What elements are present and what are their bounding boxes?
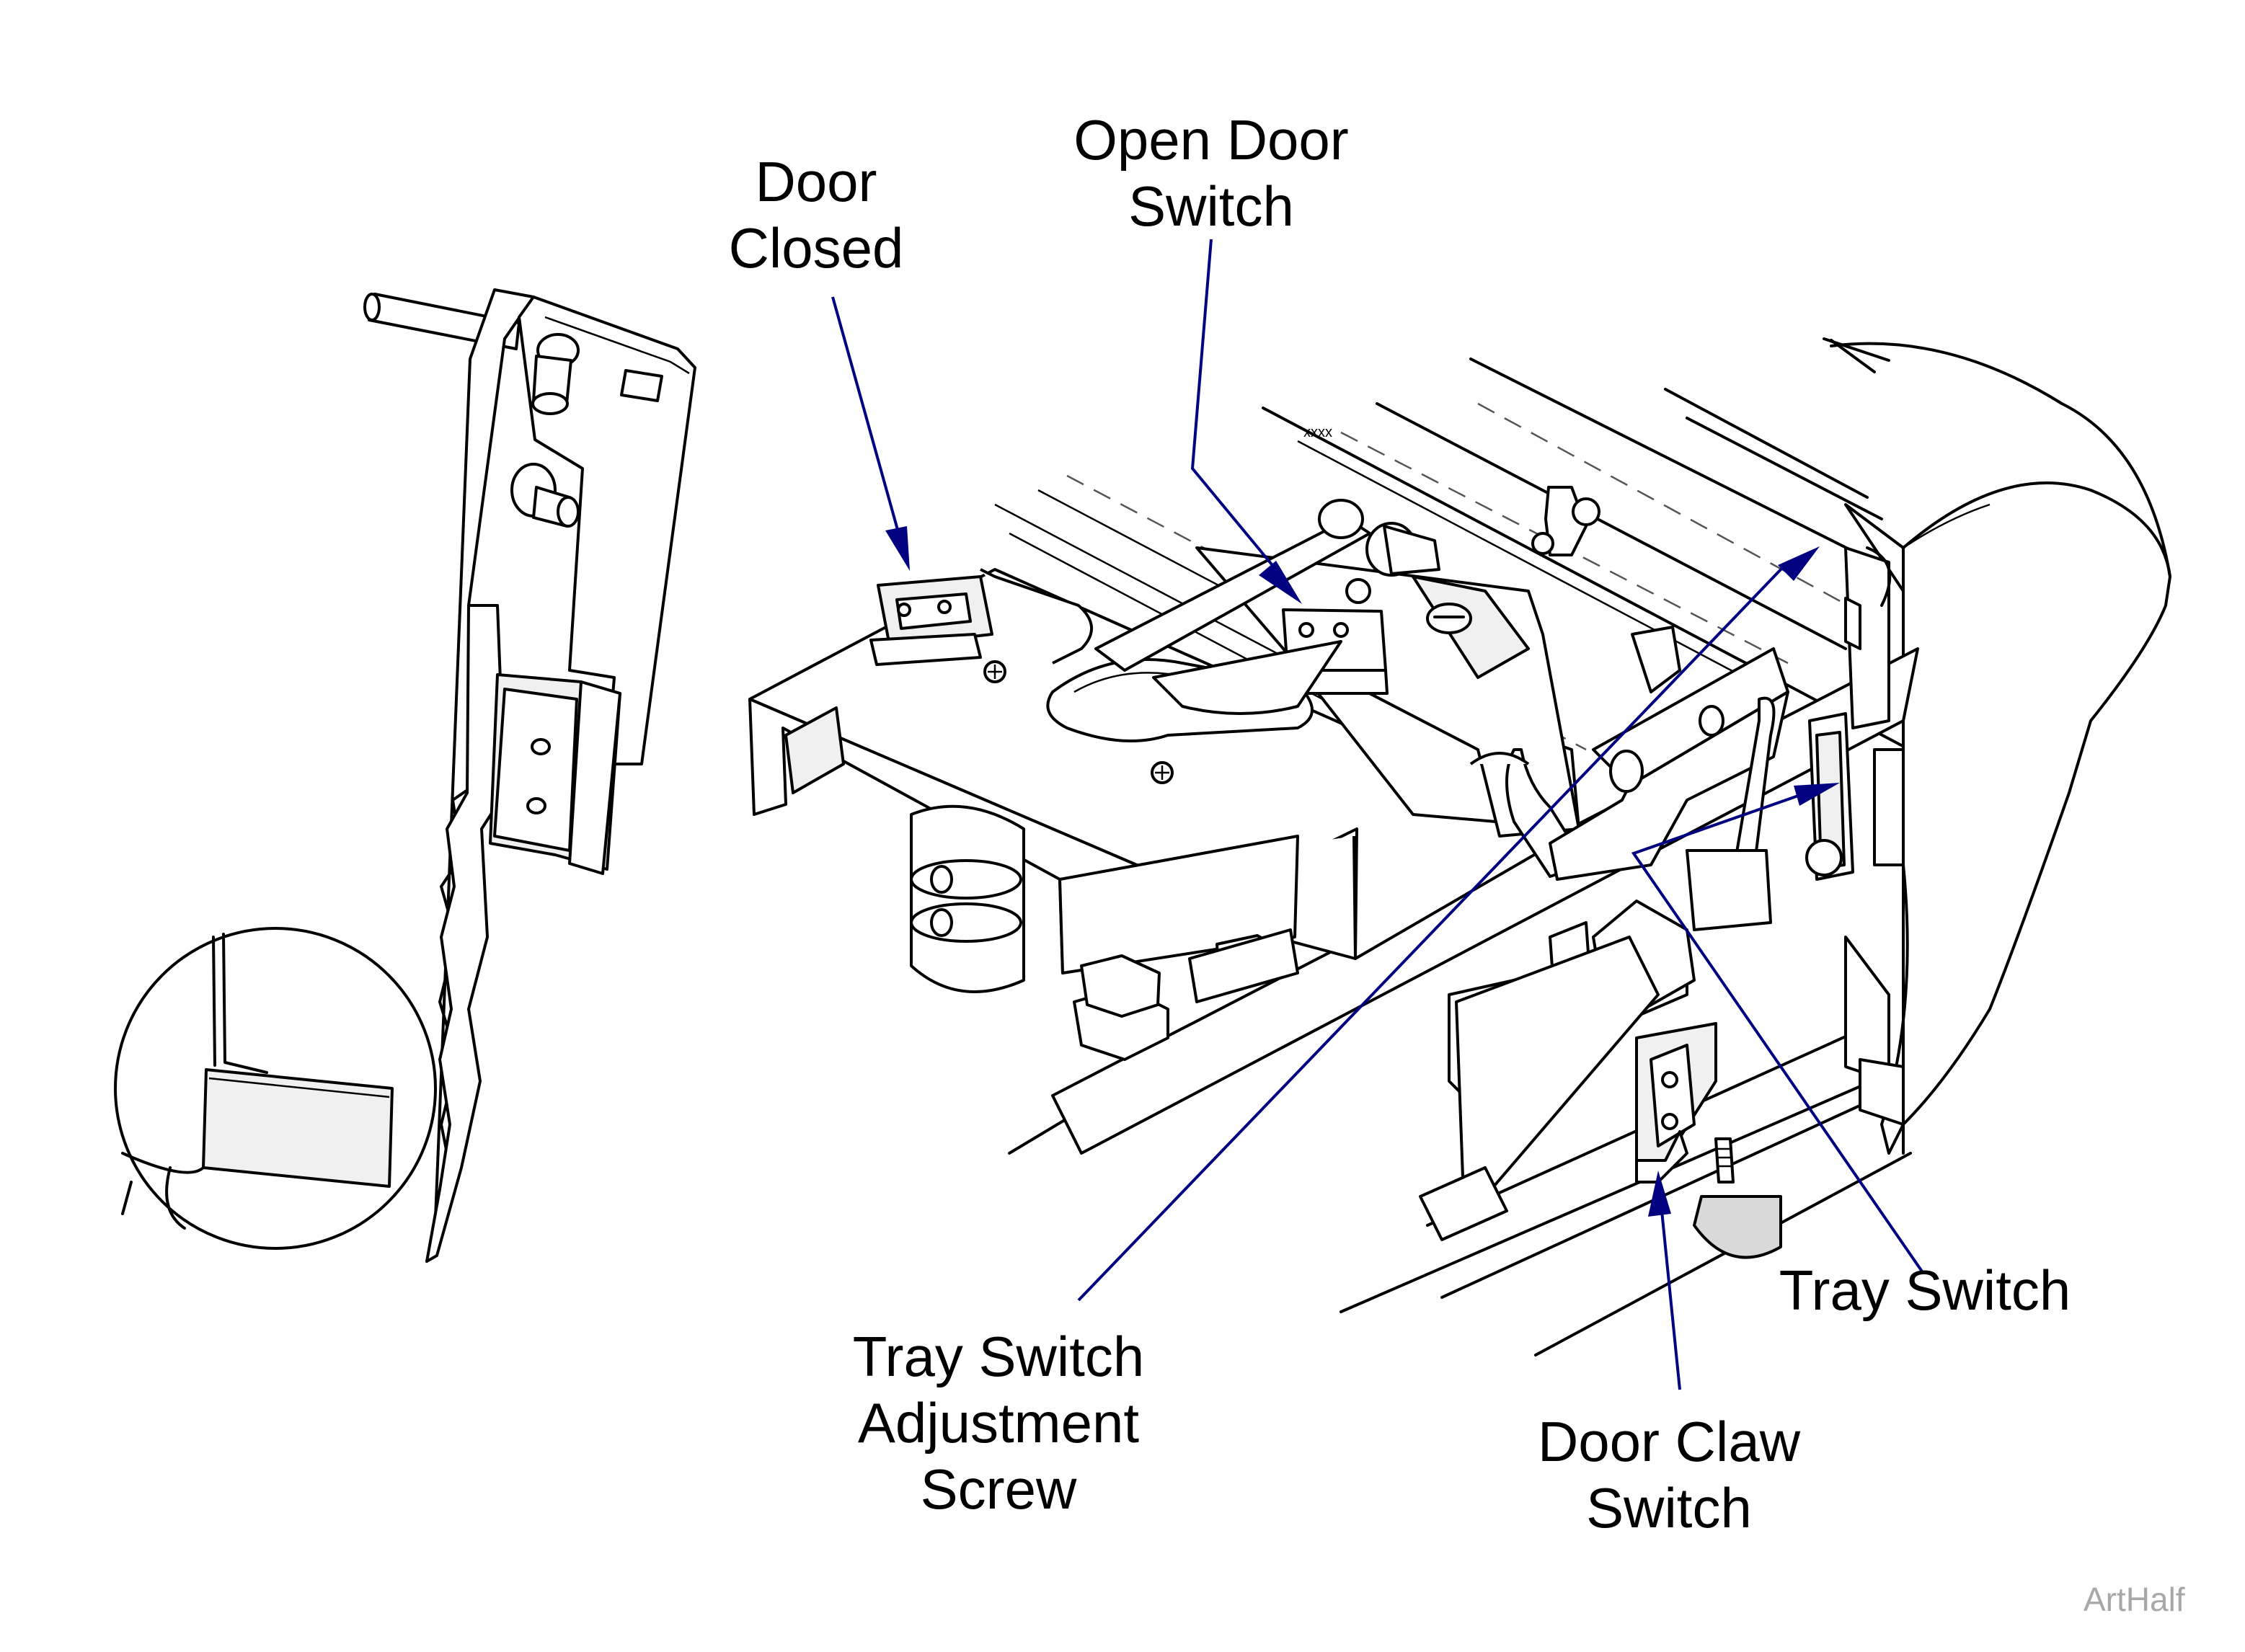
label-door-claw-switch: Door Claw Switch xyxy=(1500,1408,1838,1541)
label-tray-switch-adjustment-screw: Tray Switch Adjustment Screw xyxy=(822,1323,1175,1522)
arrowhead-door-closed xyxy=(885,526,910,571)
label-tray-switch-adjustment-screw-line-1: Tray Switch xyxy=(852,1325,1145,1388)
leader-open-door-switch xyxy=(1190,239,1283,578)
leader-door-claw-switch xyxy=(1660,1210,1681,1390)
arrowhead-tray-switch-adjustment-screw xyxy=(1778,546,1820,581)
label-door-claw-switch-line-1: Door Claw xyxy=(1537,1410,1801,1473)
svg-text:xxxx: xxxx xyxy=(1303,425,1332,440)
label-open-door-switch-line-2: Switch xyxy=(1128,174,1294,238)
label-door-closed-line-1: Door xyxy=(755,150,877,213)
leader-tray-switch-adjustment-screw xyxy=(1077,565,1785,1302)
leader-door-closed xyxy=(831,296,900,536)
label-tray-switch-adjustment-screw-line-3: Screw xyxy=(920,1457,1077,1521)
label-door-closed: Door Closed xyxy=(694,148,939,281)
label-open-door-switch: Open Door Switch xyxy=(1045,107,1377,239)
label-tray-switch-adjustment-screw-line-2: Adjustment xyxy=(857,1391,1140,1455)
leader-tray-switch xyxy=(1631,793,1923,1273)
label-tray-switch: Tray Switch xyxy=(1779,1258,2071,1322)
label-open-door-switch-line-1: Open Door xyxy=(1073,108,1349,172)
arrowhead-door-claw-switch xyxy=(1648,1171,1671,1217)
arrowhead-open-door-switch xyxy=(1259,561,1302,604)
magnified-detail-circle xyxy=(114,927,437,1250)
arrowhead-tray-switch xyxy=(1794,783,1840,806)
label-door-closed-line-2: Closed xyxy=(728,216,904,280)
watermark-text: ArtHalf xyxy=(2084,1581,2185,1618)
label-door-claw-switch-line-2: Switch xyxy=(1586,1476,1752,1540)
callout-leaders xyxy=(831,239,1923,1390)
main-assembly: xxxx xyxy=(748,337,2171,1356)
door-latch-detail xyxy=(363,288,696,1263)
